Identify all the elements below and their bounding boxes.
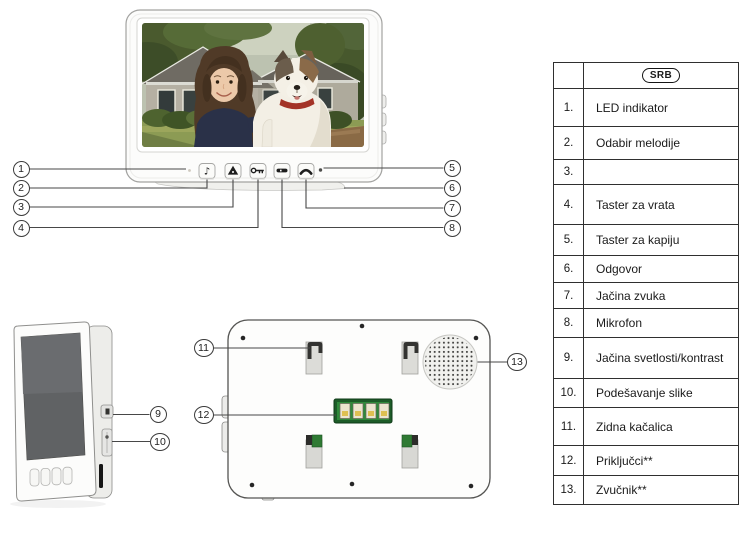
callout-9: 9	[149, 406, 167, 423]
row-label: Priključci**	[596, 453, 653, 468]
table-header-label-cell: SRB	[584, 63, 738, 88]
row-number: 4.	[554, 185, 584, 224]
door-key-icon	[250, 167, 264, 174]
table-row: 1. LED indikator	[554, 89, 738, 127]
dial-slot	[105, 408, 110, 415]
row-number: 2.	[554, 127, 584, 159]
row-label: Podešavanje slike	[596, 386, 693, 400]
callout-5: 5	[443, 159, 461, 177]
led-indicator-dot	[188, 169, 191, 172]
side-screen-sheen	[21, 333, 82, 394]
answer-button	[297, 163, 315, 180]
table-row: 7. Jačina zvuka	[554, 283, 738, 309]
wall-hook-slot-right	[401, 341, 419, 375]
table-row: 5. Taster za kapiju	[554, 225, 738, 256]
row-number: 1.	[554, 89, 584, 126]
answer-handset-icon	[299, 168, 313, 175]
table-header-row: SRB	[554, 63, 738, 89]
row-label: LED indikator	[596, 100, 669, 115]
bottom-slot-left	[305, 434, 323, 469]
callout-2: 2	[12, 179, 30, 197]
parts-table: SRB 1. LED indikator 2. Odabir melodije …	[553, 62, 739, 505]
side-controls	[99, 404, 114, 488]
language-badge: SRB	[641, 68, 681, 83]
table-row: 3.	[554, 160, 738, 185]
row-number: 13.	[554, 476, 584, 504]
melody-button: ♪	[198, 163, 216, 180]
callout-1: 1	[12, 160, 30, 178]
photo-dog	[253, 50, 331, 147]
row-number: 7.	[554, 283, 584, 308]
table-row: 6. Odgovor	[554, 256, 738, 283]
row-number: 8.	[554, 309, 584, 337]
slider-knob	[105, 435, 109, 439]
row-number: 9.	[554, 338, 584, 378]
table-row: 10. Podešavanje slike	[554, 379, 738, 408]
row-label: Zidna kačalica	[596, 419, 673, 434]
row-label: Jačina svetlosti/kontrast	[596, 351, 724, 365]
wall-hook-slot-left	[305, 341, 323, 375]
back-view	[221, 319, 491, 501]
row-label: Odgovor	[596, 262, 643, 276]
row-label	[584, 160, 738, 184]
gate-key-icon	[276, 168, 288, 173]
callout-13: 13	[507, 353, 527, 371]
row-label: Odabir melodije	[596, 136, 681, 150]
row-label: Taster za vrata	[596, 197, 675, 212]
side-chin-buttons	[29, 466, 73, 487]
callout-8: 8	[443, 219, 461, 237]
row-number: 3.	[554, 160, 584, 184]
callout-3: 3	[12, 198, 30, 216]
terminal-block	[333, 398, 393, 424]
bottom-slot-right	[401, 434, 419, 469]
call-triangle-icon	[227, 165, 239, 175]
callout-11: 11	[193, 339, 214, 357]
callout-7: 7	[443, 199, 461, 217]
gate-button	[273, 163, 291, 180]
terminal-connectors	[339, 403, 390, 419]
door-button	[249, 163, 267, 180]
table-row: 9. Jačina svetlosti/kontrast	[554, 338, 738, 379]
row-label: Zvučnik**	[596, 483, 647, 497]
table-row: 13. Zvučnik**	[554, 476, 738, 504]
table-row: 11. Zidna kačalica	[554, 408, 738, 446]
table-header-num-cell	[554, 63, 584, 88]
callout-12: 12	[193, 406, 214, 424]
callout-4: 4	[12, 219, 30, 237]
microphone-hole	[318, 168, 323, 172]
row-label: Mikrofon	[596, 316, 643, 330]
bezel-buttons: ♪	[188, 163, 323, 180]
side-card-slot	[99, 464, 103, 488]
front-view: ♪	[125, 9, 387, 191]
table-row: 2. Odabir melodije	[554, 127, 738, 160]
side-view-shadow	[10, 500, 106, 508]
speaker-grille	[422, 334, 478, 390]
row-number: 12.	[554, 446, 584, 475]
table-row: 8. Mikrofon	[554, 309, 738, 338]
table-row: 4. Taster za vrata	[554, 185, 738, 225]
row-number: 5.	[554, 225, 584, 255]
row-number: 11.	[554, 408, 584, 445]
row-label: Jačina zvuka	[596, 288, 666, 303]
back-screws	[240, 323, 479, 489]
melody-icon: ♪	[204, 167, 210, 178]
callout-10: 10	[150, 433, 170, 451]
call-button	[224, 163, 242, 180]
callout-6: 6	[443, 179, 461, 197]
callout-lines	[29, 167, 508, 443]
row-number: 10.	[554, 379, 584, 407]
table-row: 12. Priključci**	[554, 446, 738, 476]
row-label: Taster za kapiju	[596, 233, 680, 247]
side-view	[10, 321, 114, 508]
screen-photo	[142, 23, 364, 147]
row-number: 6.	[554, 256, 584, 282]
